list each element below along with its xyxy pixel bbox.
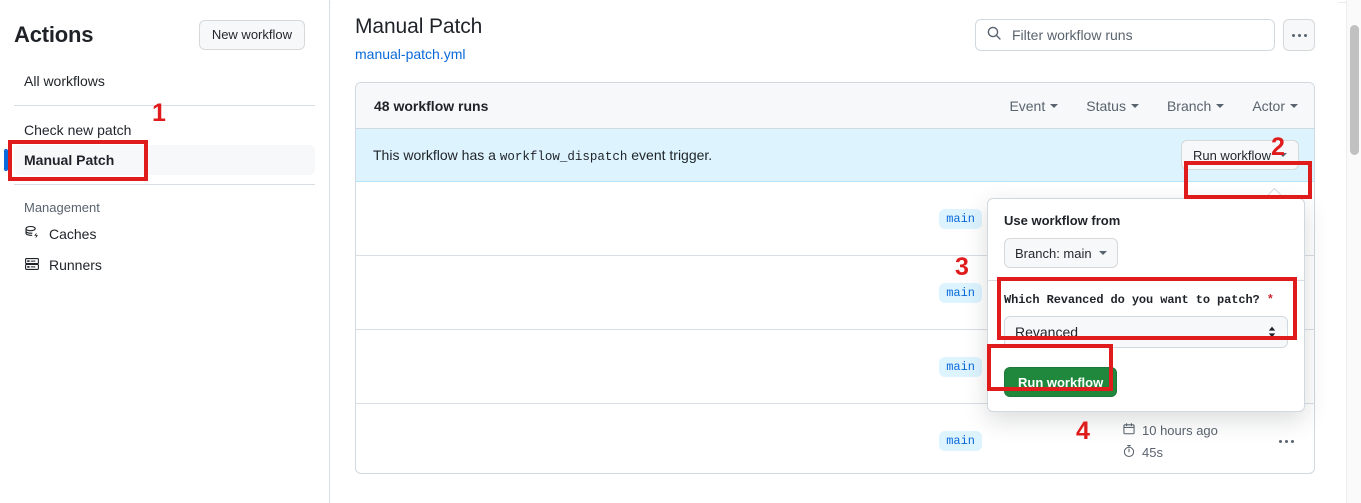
workflow-nav-list: All workflows bbox=[0, 66, 329, 96]
duration-label: 45s bbox=[1142, 444, 1163, 460]
branch-badge[interactable]: main bbox=[939, 208, 982, 229]
kebab-horizontal-icon[interactable] bbox=[1283, 19, 1315, 51]
table-row[interactable]: main 10 hours ago bbox=[356, 404, 1314, 473]
kebab-dot bbox=[1278, 439, 1282, 443]
dropdown-footer: Run workflow bbox=[988, 358, 1304, 411]
kebab-dot bbox=[1290, 439, 1294, 443]
sidebar-title: Actions bbox=[14, 21, 94, 47]
sidebar-item-check-new-patch[interactable]: Check new patch bbox=[14, 115, 315, 145]
kebab-dot bbox=[1291, 33, 1295, 37]
required-marker: * bbox=[1266, 293, 1274, 307]
sidebar-item-label: Manual Patch bbox=[24, 151, 115, 168]
dispatch-text-after: event trigger. bbox=[631, 146, 713, 163]
input-label-text: Which Revanced do you want to patch? bbox=[1004, 293, 1260, 307]
age-label: 10 hours ago bbox=[1142, 422, 1218, 438]
table-row[interactable]: main bbox=[356, 256, 1314, 331]
dispatch-banner-text: This workflow has a workflow_dispatch ev… bbox=[373, 147, 712, 164]
workflow-input-field: Which Revanced do you want to patch? * R… bbox=[988, 281, 1304, 358]
select-value: Revanced bbox=[1015, 324, 1079, 340]
calendar-icon bbox=[1122, 422, 1136, 439]
sidebar: Actions New workflow All workflows Check… bbox=[0, 0, 330, 503]
sidebar-item-all-workflows[interactable]: All workflows bbox=[14, 66, 315, 96]
sidebar-item-manual-patch[interactable]: Manual Patch bbox=[4, 144, 315, 175]
chevron-down-icon bbox=[1098, 251, 1107, 255]
management-section-label: Management bbox=[24, 199, 100, 215]
page-title-block: Manual Patch manual-patch.yml bbox=[355, 14, 482, 64]
search-icon bbox=[986, 25, 1002, 46]
workflow-dispatch-dropdown: Use workflow from Branch: main Which Rev… bbox=[987, 198, 1305, 412]
sidebar-item-label: All workflows bbox=[24, 72, 105, 89]
stopwatch-icon bbox=[1122, 444, 1136, 461]
select-arrows-icon bbox=[1267, 325, 1277, 339]
workflow-runs-count: 48 workflow runs bbox=[374, 97, 489, 114]
sidebar-item-label: Runners bbox=[49, 257, 102, 274]
cache-icon bbox=[24, 225, 40, 244]
page-scrollbar[interactable] bbox=[1346, 0, 1361, 503]
sidebar-divider-2 bbox=[14, 183, 315, 185]
kebab-dot bbox=[1303, 33, 1307, 37]
workflow-nav-list-2: Check new patch Manual Patch bbox=[0, 115, 329, 175]
branch-select-label: Branch: main bbox=[1015, 245, 1092, 261]
input-field-label: Which Revanced do you want to patch? * bbox=[1004, 293, 1288, 307]
sidebar-item-label: Check new patch bbox=[24, 121, 132, 138]
filter-event[interactable]: Event bbox=[1009, 97, 1059, 114]
filter-actor[interactable]: Actor bbox=[1252, 98, 1298, 114]
sidebar-item-label: Caches bbox=[49, 226, 97, 243]
row-kebab-icon[interactable] bbox=[1272, 427, 1300, 455]
server-icon bbox=[24, 256, 40, 275]
filter-label: Actor bbox=[1252, 97, 1285, 114]
runs-panel-header: 48 workflow runs Event Status Branch bbox=[356, 83, 1314, 130]
filter-branch[interactable]: Branch bbox=[1166, 97, 1225, 114]
search-input[interactable] bbox=[1010, 26, 1264, 44]
dispatch-text-before: This workflow has a bbox=[373, 146, 496, 163]
sidebar-divider-1 bbox=[14, 104, 315, 106]
sidebar-item-caches[interactable]: Caches bbox=[14, 219, 315, 250]
page-header: Manual Patch manual-patch.yml bbox=[355, 14, 1315, 64]
runs-filters: Event Status Branch Actor bbox=[1009, 98, 1298, 114]
run-workflow-submit-button[interactable]: Run workflow bbox=[1004, 367, 1118, 397]
filter-label: Status bbox=[1086, 97, 1126, 114]
chevron-down-icon bbox=[1290, 103, 1298, 108]
branch-badge[interactable]: main bbox=[939, 282, 982, 303]
branch-select-button[interactable]: Branch: main bbox=[1004, 238, 1118, 268]
row-duration: 45s bbox=[1122, 444, 1272, 461]
filter-label: Event bbox=[1009, 97, 1046, 114]
chevron-down-icon bbox=[1279, 153, 1287, 158]
workflow-file-link[interactable]: manual-patch.yml bbox=[355, 46, 466, 63]
workflow-dispatch-banner: This workflow has a workflow_dispatch ev… bbox=[356, 129, 1314, 183]
row-age: 10 hours ago bbox=[1122, 422, 1272, 439]
chevron-down-icon bbox=[1130, 103, 1139, 108]
use-workflow-from-label: Use workflow from bbox=[1004, 213, 1121, 228]
branch-badge[interactable]: main bbox=[939, 356, 982, 377]
revanced-select[interactable]: Revanced bbox=[1004, 316, 1288, 348]
kebab-dot bbox=[1284, 439, 1288, 443]
filter-status[interactable]: Status bbox=[1086, 98, 1139, 114]
use-workflow-from-section: Use workflow from Branch: main bbox=[988, 199, 1304, 280]
sidebar-header: Actions New workflow bbox=[0, 0, 329, 50]
filter-label: Branch bbox=[1166, 97, 1212, 114]
page-title: Manual Patch bbox=[355, 15, 483, 38]
filter-workflow-runs-box[interactable] bbox=[975, 19, 1275, 51]
chevron-down-icon bbox=[1216, 103, 1225, 108]
header-actions bbox=[975, 14, 1315, 51]
chevron-down-icon bbox=[1050, 103, 1059, 108]
new-workflow-button[interactable]: New workflow bbox=[198, 20, 305, 50]
scrollbar-thumb[interactable] bbox=[1350, 25, 1359, 155]
table-row[interactable]: main bbox=[356, 182, 1314, 257]
branch-badge[interactable]: main bbox=[939, 431, 982, 452]
kebab-dot bbox=[1297, 33, 1301, 37]
sidebar-item-runners[interactable]: Runners bbox=[14, 250, 315, 281]
row-meta: 10 hours ago 45s bbox=[1122, 422, 1272, 461]
dispatch-event-code: workflow_dispatch bbox=[499, 149, 628, 164]
run-workflow-button-label: Run workflow bbox=[1192, 147, 1271, 163]
run-workflow-dropdown-button[interactable]: Run workflow bbox=[1180, 140, 1299, 171]
